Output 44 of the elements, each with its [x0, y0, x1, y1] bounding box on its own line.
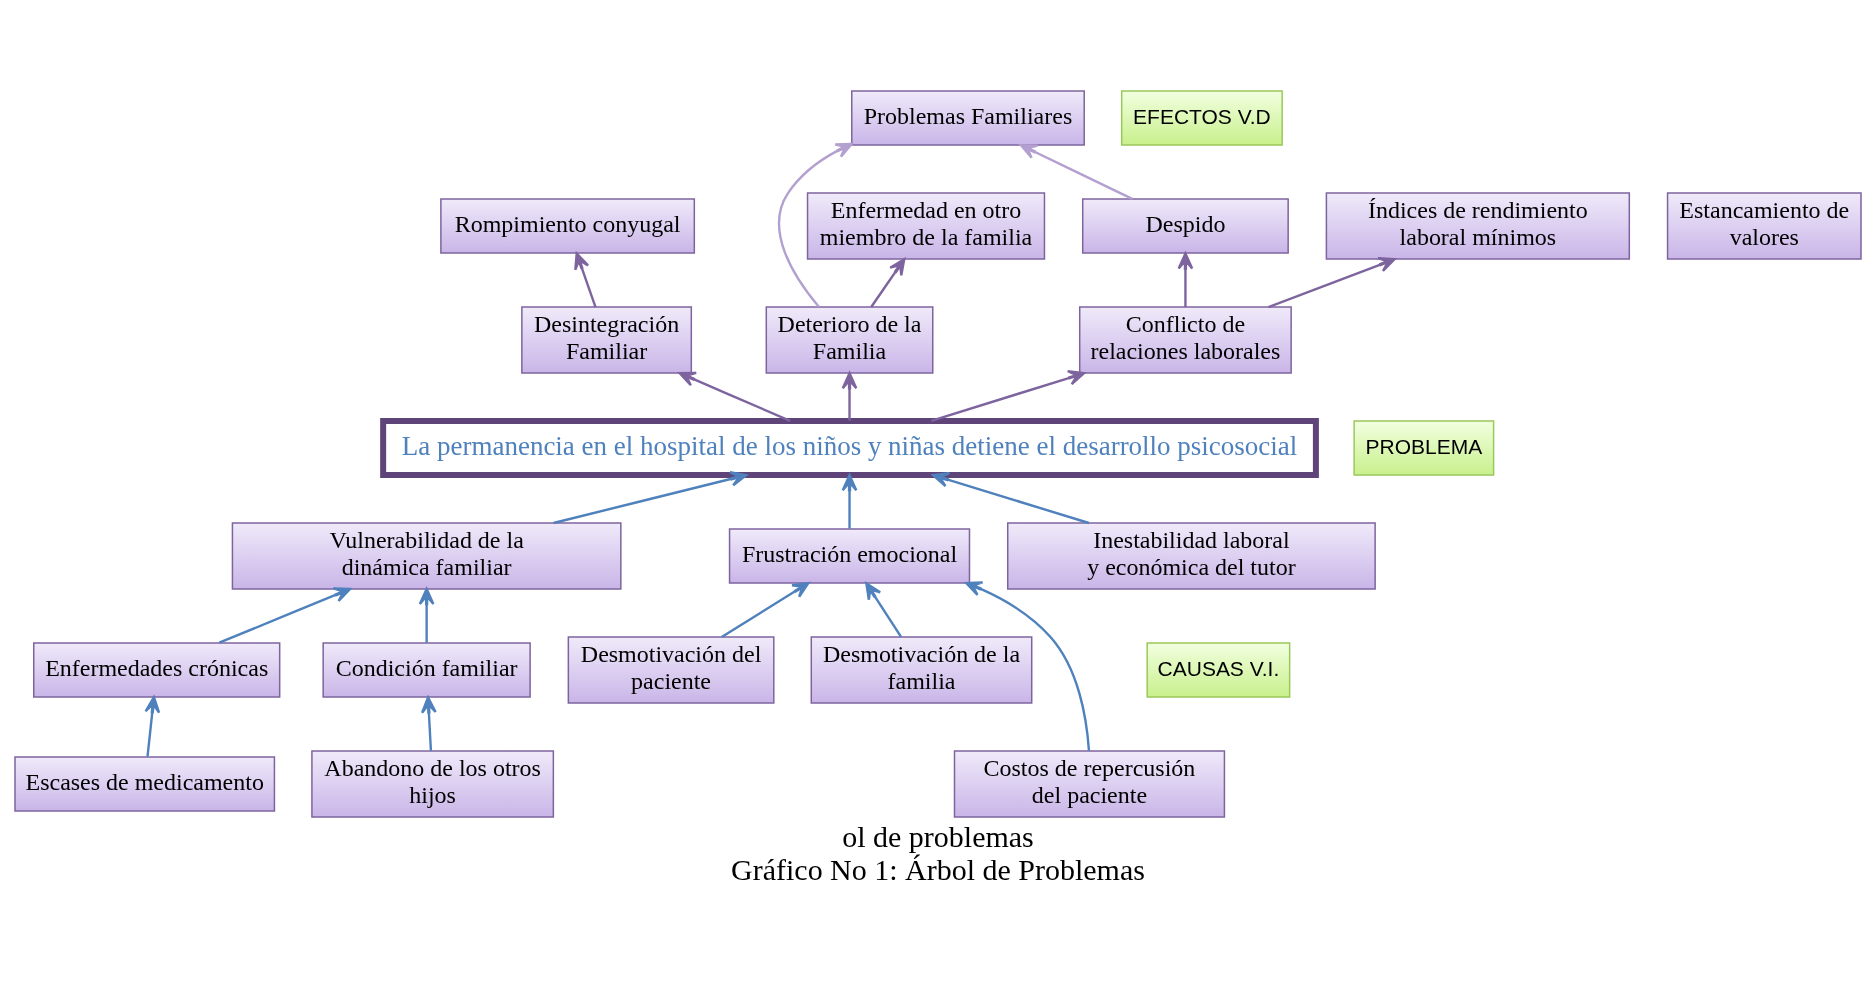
arrow	[218, 587, 351, 644]
node-box: Desintegración Familiar	[520, 306, 692, 374]
arrow	[1267, 256, 1396, 309]
node-box: Desmotivación del paciente	[567, 636, 775, 704]
arrow	[841, 372, 857, 421]
arrow	[777, 142, 853, 308]
node-box: Rompimiento conyugal	[439, 198, 695, 254]
node-box: Desmotivación de la familia	[810, 636, 1032, 704]
arrow	[420, 696, 437, 751]
arrow	[1019, 144, 1133, 200]
node-box: Estancamiento de valores	[1666, 192, 1862, 260]
node-box: Inestabilidad laboral y económica del tutor	[1006, 522, 1376, 590]
node-box: Condición familiar	[321, 642, 531, 698]
arrow	[964, 581, 1090, 751]
node-box: La permanencia en el hospital de los niños y niñas detiene el desarrollo psicosocial	[379, 418, 1319, 478]
node-box: Enfermedad en otro miembro de la familia	[806, 192, 1045, 260]
arrow	[720, 581, 810, 638]
arrow	[418, 587, 435, 643]
arrow	[143, 695, 160, 757]
arrow	[552, 471, 747, 525]
node-box: EFECTOS V.D	[1120, 90, 1283, 146]
node-box: Deterioro de la Familia	[765, 306, 933, 374]
arrow	[841, 473, 857, 529]
node-box: Índices de rendimiento laboral mínimos	[1325, 192, 1630, 260]
arrow	[1177, 252, 1193, 308]
node-box: PROBLEMA	[1352, 420, 1494, 476]
caption: Gráfico No 1: Árbol de Problemas	[730, 852, 1145, 886]
node-box: Despido	[1081, 198, 1289, 254]
node-box: Vulnerabilidad de la dinámica familiar	[231, 522, 622, 590]
node-box: CAUSAS V.I.	[1145, 642, 1290, 698]
arrow	[930, 370, 1085, 423]
arrow	[678, 371, 791, 422]
arrow	[869, 257, 905, 308]
node-box: Abandono de los otros hijos	[310, 750, 554, 818]
arrow	[864, 582, 902, 638]
node-box: Escases de medicamento	[13, 756, 275, 812]
node-box: Frustración emocional	[728, 528, 970, 584]
node-box: Problemas Familiares	[850, 90, 1085, 146]
arrow	[931, 471, 1089, 525]
node-box: Enfermedades crónicas	[32, 642, 280, 698]
arrow	[573, 252, 597, 308]
diagram-title: ol de problemas	[841, 819, 1034, 853]
node-box: Conflicto de relaciones laborales	[1078, 306, 1292, 374]
node-box: Costos de repercusión del paciente	[953, 750, 1225, 818]
